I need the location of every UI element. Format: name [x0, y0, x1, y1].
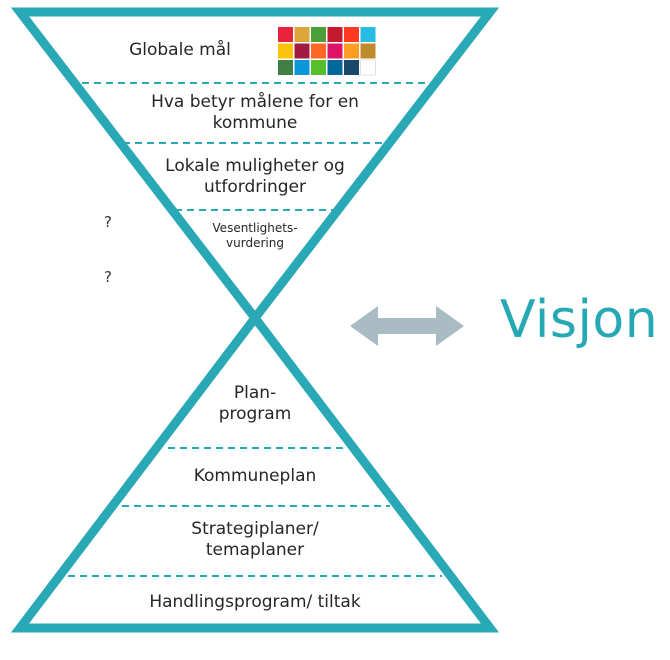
label-action-program: Handlingsprogram/ tiltak	[149, 592, 361, 612]
sdg-goal-icon	[360, 43, 376, 59]
sdg-goal-icon	[360, 59, 376, 76]
sdg-goal-icon	[311, 43, 326, 59]
label-goals-meaning: Hva betyr målene for en kommune	[151, 92, 359, 134]
sdg-goal-icon	[278, 43, 293, 59]
sdg-goal-icon	[311, 60, 326, 75]
label-materiality-assessment: Vesentlighets- vurdering	[212, 221, 298, 250]
label-municipal-plan: Kommuneplan	[193, 466, 317, 486]
label-local-opportunities: Lokale muligheter og utfordringer	[165, 156, 345, 198]
lower-funnel-outline	[10, 310, 500, 633]
sdg-icons-grid	[278, 27, 376, 76]
sdg-goal-icon	[278, 60, 293, 75]
label-global-goals: Globale mål	[129, 40, 231, 60]
sdg-goal-icon	[344, 27, 359, 42]
sdg-goal-icon	[327, 27, 343, 42]
sdg-goal-icon	[294, 43, 310, 59]
sdg-goal-icon	[278, 27, 293, 42]
sdg-goal-icon	[294, 27, 310, 42]
missing-glyph-marker-1: ?	[104, 213, 112, 231]
vision-label: Visjon	[500, 290, 659, 350]
upper-funnel-outline	[10, 7, 500, 326]
double-arrow-icon	[350, 306, 464, 346]
sdg-goal-icon	[327, 60, 343, 75]
label-planning-program: Plan- program	[218, 383, 292, 425]
missing-glyph-marker-2: ?	[104, 268, 112, 286]
label-strategy-plans: Strategiplaner/ temaplaner	[191, 519, 319, 561]
sdg-goal-icon	[344, 60, 359, 75]
sdg-goal-icon	[294, 60, 310, 75]
sdg-goal-icon	[327, 43, 343, 59]
sdg-goal-icon	[344, 43, 359, 59]
sdg-goal-icon	[360, 27, 376, 42]
sdg-goal-icon	[311, 27, 326, 42]
